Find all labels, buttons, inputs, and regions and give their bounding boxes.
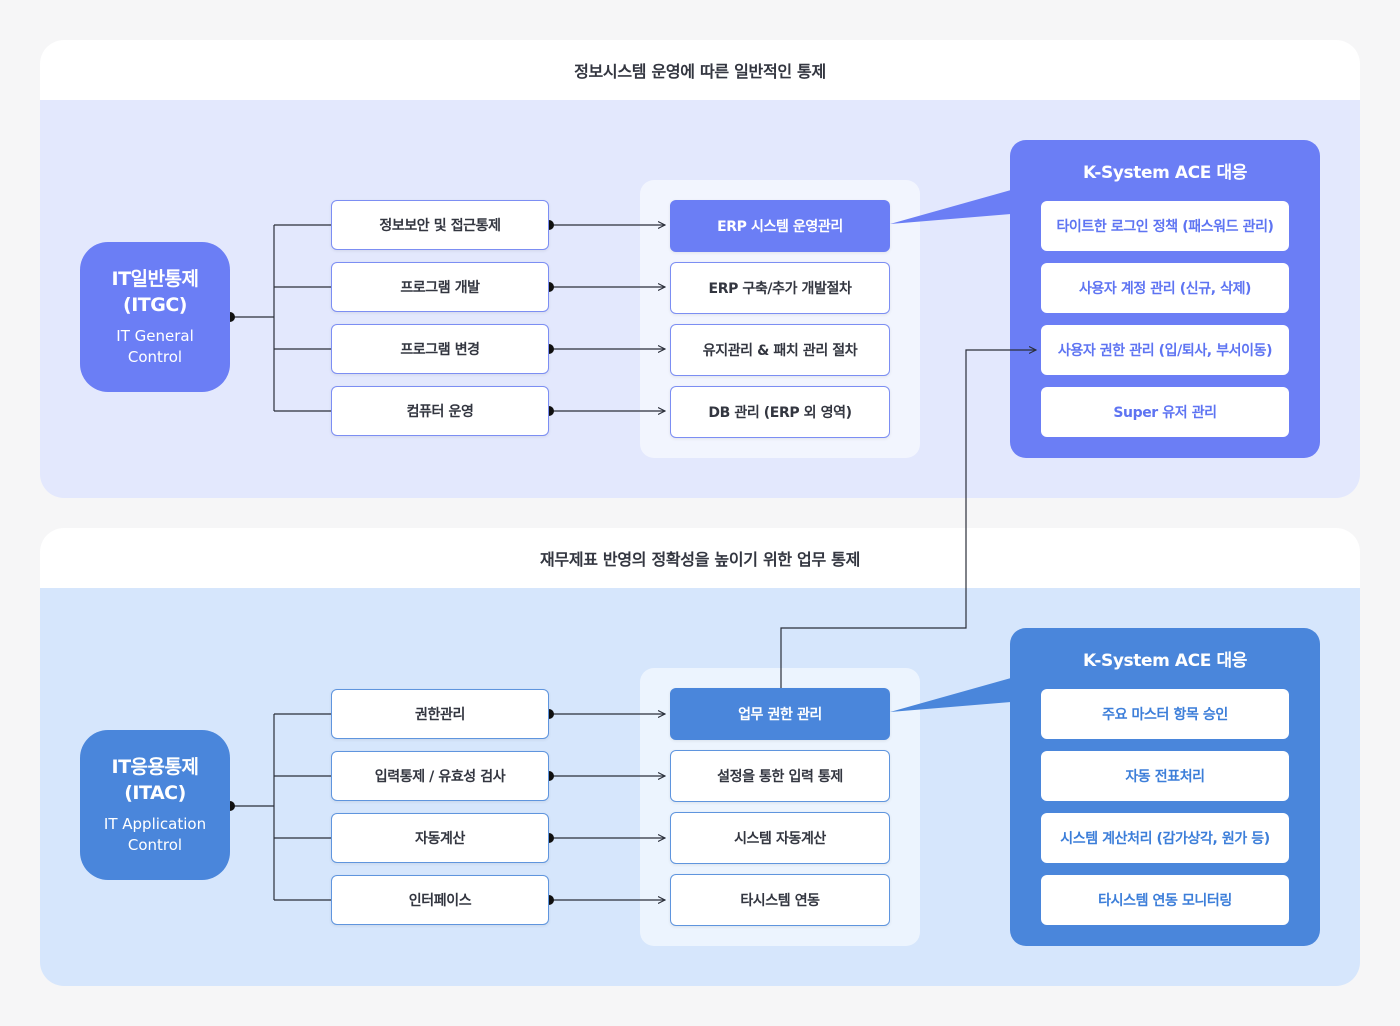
itac-control-node: 입력통제 / 유효성 검사 <box>331 751 549 801</box>
itgc-section-title: 정보시스템 운영에 따른 일반적인 통제 <box>40 40 1360 100</box>
itac-control-node: 권한관리 <box>331 689 549 739</box>
itac-sub-line2: Control <box>127 836 183 854</box>
itac-ace-item: 자동 전표처리 <box>1041 751 1289 801</box>
itgc-control-node: 프로그램 변경 <box>331 324 549 374</box>
itac-process-node-highlight: 업무 권한 관리 <box>670 688 890 740</box>
itgc-process-node: ERP 구축/추가 개발절차 <box>670 262 890 314</box>
itgc-sub-line2: Control <box>127 348 183 366</box>
itgc-sub-line1: IT General <box>116 327 194 345</box>
itgc-ace-item: 타이트한 로그인 정책 (패스워드 관리) <box>1041 201 1289 251</box>
itgc-ace-item: 사용자 계정 관리 (신규, 삭제) <box>1041 263 1289 313</box>
itac-ace-item: 주요 마스터 항목 승인 <box>1041 689 1289 739</box>
itac-process-node: 타시스템 연동 <box>670 874 890 926</box>
itac-section-title: 재무제표 반영의 정확성을 높이기 위한 업무 통제 <box>40 528 1360 588</box>
itac-subtitle: IT Application Control <box>104 814 206 856</box>
itgc-process-node-highlight: ERP 시스템 운영관리 <box>670 200 890 252</box>
itac-ace-item: 타시스템 연동 모니터링 <box>1041 875 1289 925</box>
itgc-control-node: 프로그램 개발 <box>331 262 549 312</box>
itac-control-node: 자동계산 <box>331 813 549 863</box>
itgc-title-line1: IT일반통제 <box>111 268 199 290</box>
itac-main-box: IT응용통제 (ITAC) IT Application Control <box>80 730 230 880</box>
itac-process-node: 설정을 통한 입력 통제 <box>670 750 890 802</box>
itgc-main-box: IT일반통제 (ITGC) IT General Control <box>80 242 230 392</box>
itac-control-node: 인터페이스 <box>331 875 549 925</box>
itac-ace-item: 시스템 계산처리 (감가상각, 원가 등) <box>1041 813 1289 863</box>
itgc-subtitle: IT General Control <box>116 326 193 368</box>
itgc-ace-title: K-System ACE 대응 <box>1083 163 1247 183</box>
itac-title-line2: (ITAC) <box>124 782 186 804</box>
itgc-process-node: DB 관리 (ERP 외 영역) <box>670 386 890 438</box>
itac-process-node: 시스템 자동계산 <box>670 812 890 864</box>
itac-ace-title: K-System ACE 대응 <box>1083 651 1247 671</box>
itgc-process-node: 유지관리 & 패치 관리 절차 <box>670 324 890 376</box>
itac-title-line1: IT응용통제 <box>111 756 199 778</box>
itgc-ace-item: 사용자 권한 관리 (입/퇴사, 부서이동) <box>1041 325 1289 375</box>
itgc-control-node: 컴퓨터 운영 <box>331 386 549 436</box>
itgc-title-line2: (ITGC) <box>123 294 187 316</box>
itgc-control-node: 정보보안 및 접근통제 <box>331 200 549 250</box>
itgc-ace-item: Super 유저 관리 <box>1041 387 1289 437</box>
itac-sub-line1: IT Application <box>103 815 207 833</box>
